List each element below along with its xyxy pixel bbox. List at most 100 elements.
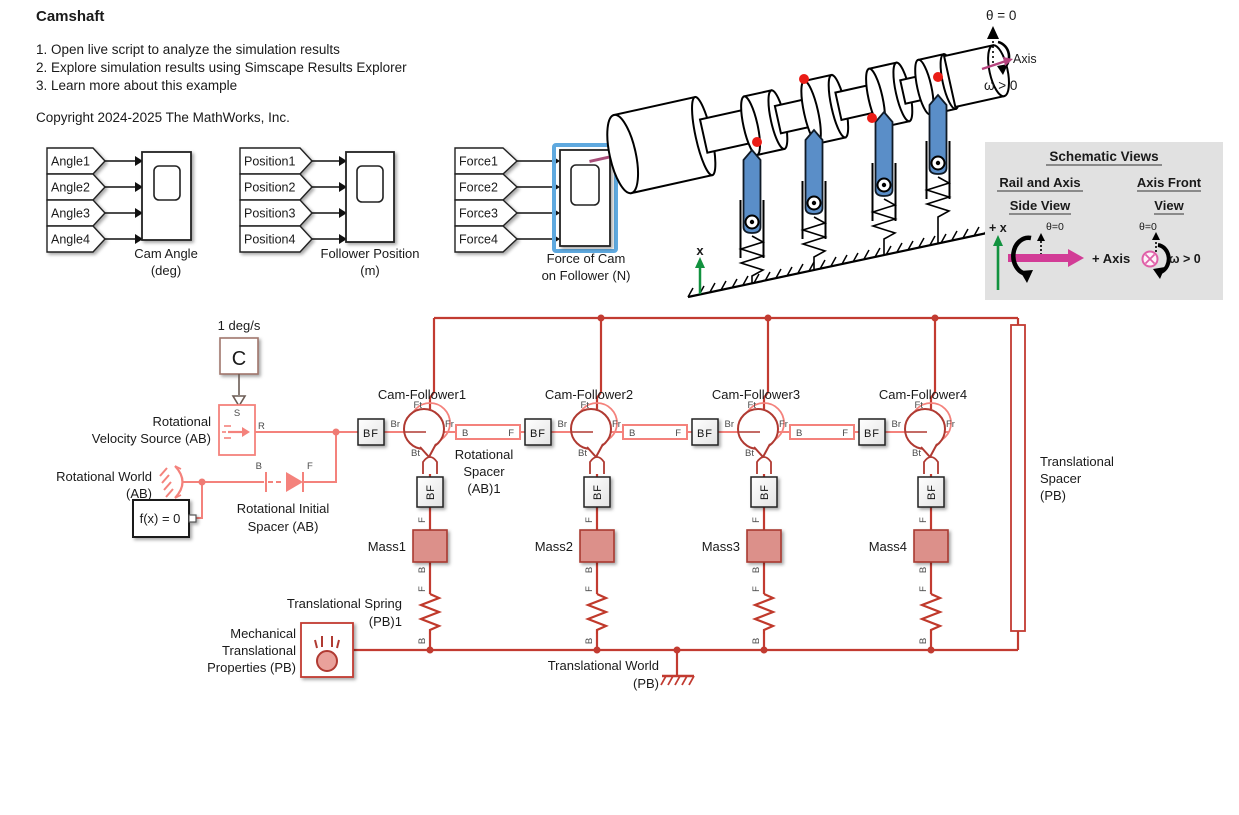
block-label: Follower Position bbox=[321, 246, 420, 261]
from-tag-position4[interactable] bbox=[239, 225, 313, 253]
bf-block-v2[interactable]: BF bbox=[583, 476, 611, 508]
link-learn-more[interactable]: 3. Learn more about this example bbox=[36, 78, 238, 93]
from-tag-position3[interactable] bbox=[239, 199, 313, 227]
from-tag-force1[interactable] bbox=[454, 147, 519, 175]
svg-text:Bt: Bt bbox=[411, 448, 420, 459]
cam-icon bbox=[403, 408, 445, 450]
from-tag-position2[interactable] bbox=[239, 173, 313, 201]
svg-text:Bt: Bt bbox=[745, 448, 754, 459]
mtp-label: Translational bbox=[222, 643, 296, 658]
link-results-explorer[interactable]: 2. Explore simulation results using Sims… bbox=[36, 60, 407, 75]
tag-label: Angle2 bbox=[51, 181, 90, 195]
bf-block-h2[interactable]: BF bbox=[524, 418, 552, 446]
mass-block-2[interactable] bbox=[579, 529, 615, 563]
rotational-initial-spacer-block[interactable] bbox=[265, 472, 304, 492]
tspacer-label: Spacer bbox=[1040, 471, 1082, 486]
bf-block-h1[interactable]: BF bbox=[357, 418, 385, 446]
tag-label: Force3 bbox=[459, 207, 498, 221]
rot-spacer-label: Spacer bbox=[463, 464, 505, 479]
signal-wires[interactable] bbox=[517, 160, 552, 240]
svg-text:BF: BF bbox=[926, 484, 938, 500]
bf-block-h4[interactable]: BF bbox=[858, 418, 886, 446]
x-axis-label: x bbox=[696, 243, 704, 258]
bf-block-h3[interactable]: BF bbox=[691, 418, 719, 446]
svg-text:Ft: Ft bbox=[915, 400, 924, 411]
from-tag-force3[interactable] bbox=[454, 199, 519, 227]
rotational-world-block[interactable] bbox=[159, 465, 184, 499]
scope-cam-angle[interactable] bbox=[141, 151, 192, 241]
scope-follower-position[interactable] bbox=[345, 151, 395, 243]
ps-signal-wire[interactable] bbox=[231, 374, 247, 408]
signal-wires[interactable] bbox=[105, 160, 135, 240]
rotational-spacer-block-2[interactable]: B F bbox=[622, 424, 688, 440]
svg-text:BF: BF bbox=[592, 484, 604, 500]
cam-follower-block-1[interactable] bbox=[403, 402, 451, 474]
bf-block-v1[interactable]: BF bbox=[416, 476, 444, 508]
svg-text:B: B bbox=[918, 638, 929, 644]
from-tag-angle1[interactable] bbox=[46, 147, 106, 175]
translational-spacer-block[interactable] bbox=[1010, 324, 1026, 632]
scope-screen-icon bbox=[356, 165, 384, 203]
link-open-live-script[interactable]: 1. Open live script to analyze the simul… bbox=[36, 42, 340, 57]
bf-block-v3[interactable]: BF bbox=[750, 476, 778, 508]
port-label-f: F bbox=[307, 461, 313, 472]
svg-text:B: B bbox=[462, 428, 468, 439]
ground-hatch-icon bbox=[660, 675, 695, 686]
bf-block-v4[interactable]: BF bbox=[917, 476, 945, 508]
omega-label: ω > 0 bbox=[984, 78, 1017, 93]
svg-text:BF: BF bbox=[864, 428, 880, 440]
spring-block-3[interactable] bbox=[751, 592, 777, 634]
mass-block-4[interactable] bbox=[913, 529, 949, 563]
svg-text:Fr: Fr bbox=[612, 419, 621, 430]
conserving-wires[interactable] bbox=[182, 431, 949, 519]
rotational-spacer-block-3[interactable]: B F bbox=[789, 424, 855, 440]
cam-follower-column-4: Cam-Follower4 BF Br Ft Fr Bt BF F bbox=[858, 387, 967, 644]
cam-follower-block-2[interactable] bbox=[570, 402, 618, 474]
cam-icon bbox=[904, 408, 946, 450]
spring-block-2[interactable] bbox=[584, 592, 610, 634]
tag-label: Angle3 bbox=[51, 207, 90, 221]
velocity-arrowhead-icon bbox=[242, 427, 250, 437]
omega-label: ω > 0 bbox=[1169, 252, 1201, 266]
from-tag-angle3[interactable] bbox=[46, 199, 106, 227]
svg-text:BF: BF bbox=[363, 428, 379, 440]
svg-text:F: F bbox=[675, 428, 681, 439]
solver-port-icon bbox=[188, 514, 197, 523]
constant-block[interactable]: C bbox=[219, 337, 259, 375]
spring-block-4[interactable] bbox=[918, 592, 944, 634]
cam-follower-block-4[interactable] bbox=[904, 402, 952, 474]
model-title: Camshaft bbox=[36, 8, 105, 25]
from-tag-angle4[interactable] bbox=[46, 225, 106, 253]
spring-block-1[interactable] bbox=[417, 592, 443, 634]
mass-block-1[interactable] bbox=[412, 529, 448, 563]
from-tag-angle2[interactable] bbox=[46, 173, 106, 201]
rotational-spacer-block-1[interactable]: B F bbox=[455, 424, 521, 440]
from-tag-position1[interactable] bbox=[239, 147, 313, 175]
follower-arch-icon bbox=[756, 456, 772, 474]
port-label-b: B bbox=[256, 461, 262, 472]
tag-label: Angle4 bbox=[51, 233, 90, 247]
cam-label: Cam-Follower2 bbox=[545, 387, 633, 402]
signal-wires[interactable] bbox=[312, 160, 339, 240]
rotational-velocity-source-block[interactable]: S bbox=[218, 404, 256, 456]
from-tag-force4[interactable] bbox=[454, 225, 519, 253]
axis-label: Axis bbox=[1013, 52, 1037, 66]
solver-config-block[interactable]: f(x) = 0 bbox=[132, 499, 197, 538]
mechanical-translational-properties-block[interactable] bbox=[300, 622, 354, 678]
scope-force[interactable] bbox=[559, 149, 611, 247]
mass-block-3[interactable] bbox=[746, 529, 782, 563]
tag-label: Position4 bbox=[244, 233, 295, 247]
svg-text:B: B bbox=[417, 638, 428, 644]
follower-guides bbox=[739, 141, 951, 258]
cam-follower-block-3[interactable] bbox=[737, 402, 785, 474]
translational-world-ground[interactable] bbox=[660, 674, 695, 686]
svg-text:F: F bbox=[417, 586, 428, 592]
from-tag-force2[interactable] bbox=[454, 173, 519, 201]
svg-text:BF: BF bbox=[697, 428, 713, 440]
ps-arrowhead-icon bbox=[231, 395, 247, 408]
block-label: on Follower (N) bbox=[542, 268, 631, 283]
svg-text:F: F bbox=[584, 586, 595, 592]
follower-arch-icon bbox=[589, 456, 605, 474]
block-label: Force of Cam bbox=[547, 251, 626, 266]
